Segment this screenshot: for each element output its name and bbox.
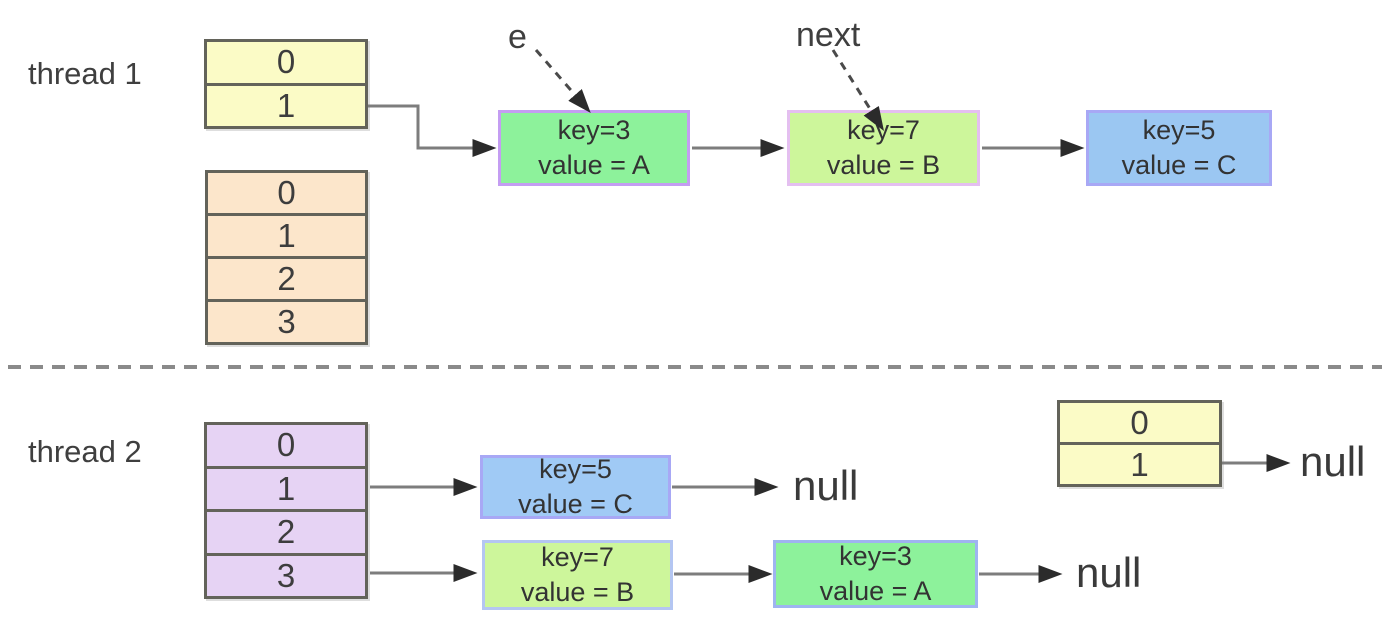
bucket-cell-1: 1 <box>276 86 296 124</box>
node-key-text: key=5 <box>1142 115 1216 146</box>
null-label-after-key5: null <box>793 462 859 509</box>
bucket-cell-0: 0 <box>1060 403 1219 445</box>
node-thread2-key3: key=3 value = A <box>773 540 978 608</box>
bucket-cell-0: 0 <box>207 42 365 86</box>
dashed-arrow-e-pointer <box>534 49 591 113</box>
bucket-cell-1: 1 <box>208 216 365 259</box>
thread2-bucket-table-large: 0 1 2 3 <box>204 422 368 599</box>
node-thread1-key7: key=7 value = B <box>787 110 980 186</box>
node-value-text: value = A <box>538 150 650 180</box>
next-pointer-label: next <box>796 16 861 54</box>
e-pointer-label: e <box>508 18 527 56</box>
thread2-label: thread 2 <box>28 434 142 469</box>
bucket-cell-0: 0 <box>208 173 365 216</box>
null-label-after-key3: null <box>1076 549 1142 596</box>
null-label-after-small-table: null <box>1300 438 1366 485</box>
node-thread1-key5: key=5 value = C <box>1086 110 1272 186</box>
node-key-text: key=5 <box>539 454 612 485</box>
node-key-text: key=7 <box>847 115 920 146</box>
node-value-text: value = C <box>1121 150 1237 180</box>
thread1-bucket-table-small: 0 1 <box>204 39 368 129</box>
bucket-cell-3: 3 <box>277 303 296 340</box>
bucket-cell-1: 1 <box>1130 445 1149 483</box>
dashed-arrow-next-pointer <box>831 49 884 132</box>
thread2-bucket-table-small: 0 1 <box>1057 400 1222 487</box>
node-value-text: value = C <box>518 489 633 519</box>
thread1-bucket-table-large: 0 1 2 3 <box>205 170 368 345</box>
node-value-text: value = B <box>826 150 941 180</box>
arrow-thread1-bucket1-to-key3 <box>368 104 497 157</box>
node-thread2-key5: key=5 value = C <box>480 454 671 519</box>
node-value-text: value = A <box>819 576 932 606</box>
node-thread1-key3: key=3 value = A <box>498 110 690 186</box>
node-thread2-key7: key=7 value = B <box>482 540 673 610</box>
node-key-text: key=7 <box>541 542 614 573</box>
bucket-cell-1: 1 <box>207 469 365 512</box>
node-key-text: key=3 <box>557 115 631 146</box>
thread1-label: thread 1 <box>28 56 142 91</box>
node-key-text: key=3 <box>839 541 912 572</box>
bucket-cell-0: 0 <box>207 425 365 469</box>
node-value-text: value = B <box>520 577 635 607</box>
bucket-cell-3: 3 <box>276 556 296 594</box>
bucket-cell-2: 2 <box>208 259 365 302</box>
bucket-cell-2: 2 <box>207 512 365 556</box>
